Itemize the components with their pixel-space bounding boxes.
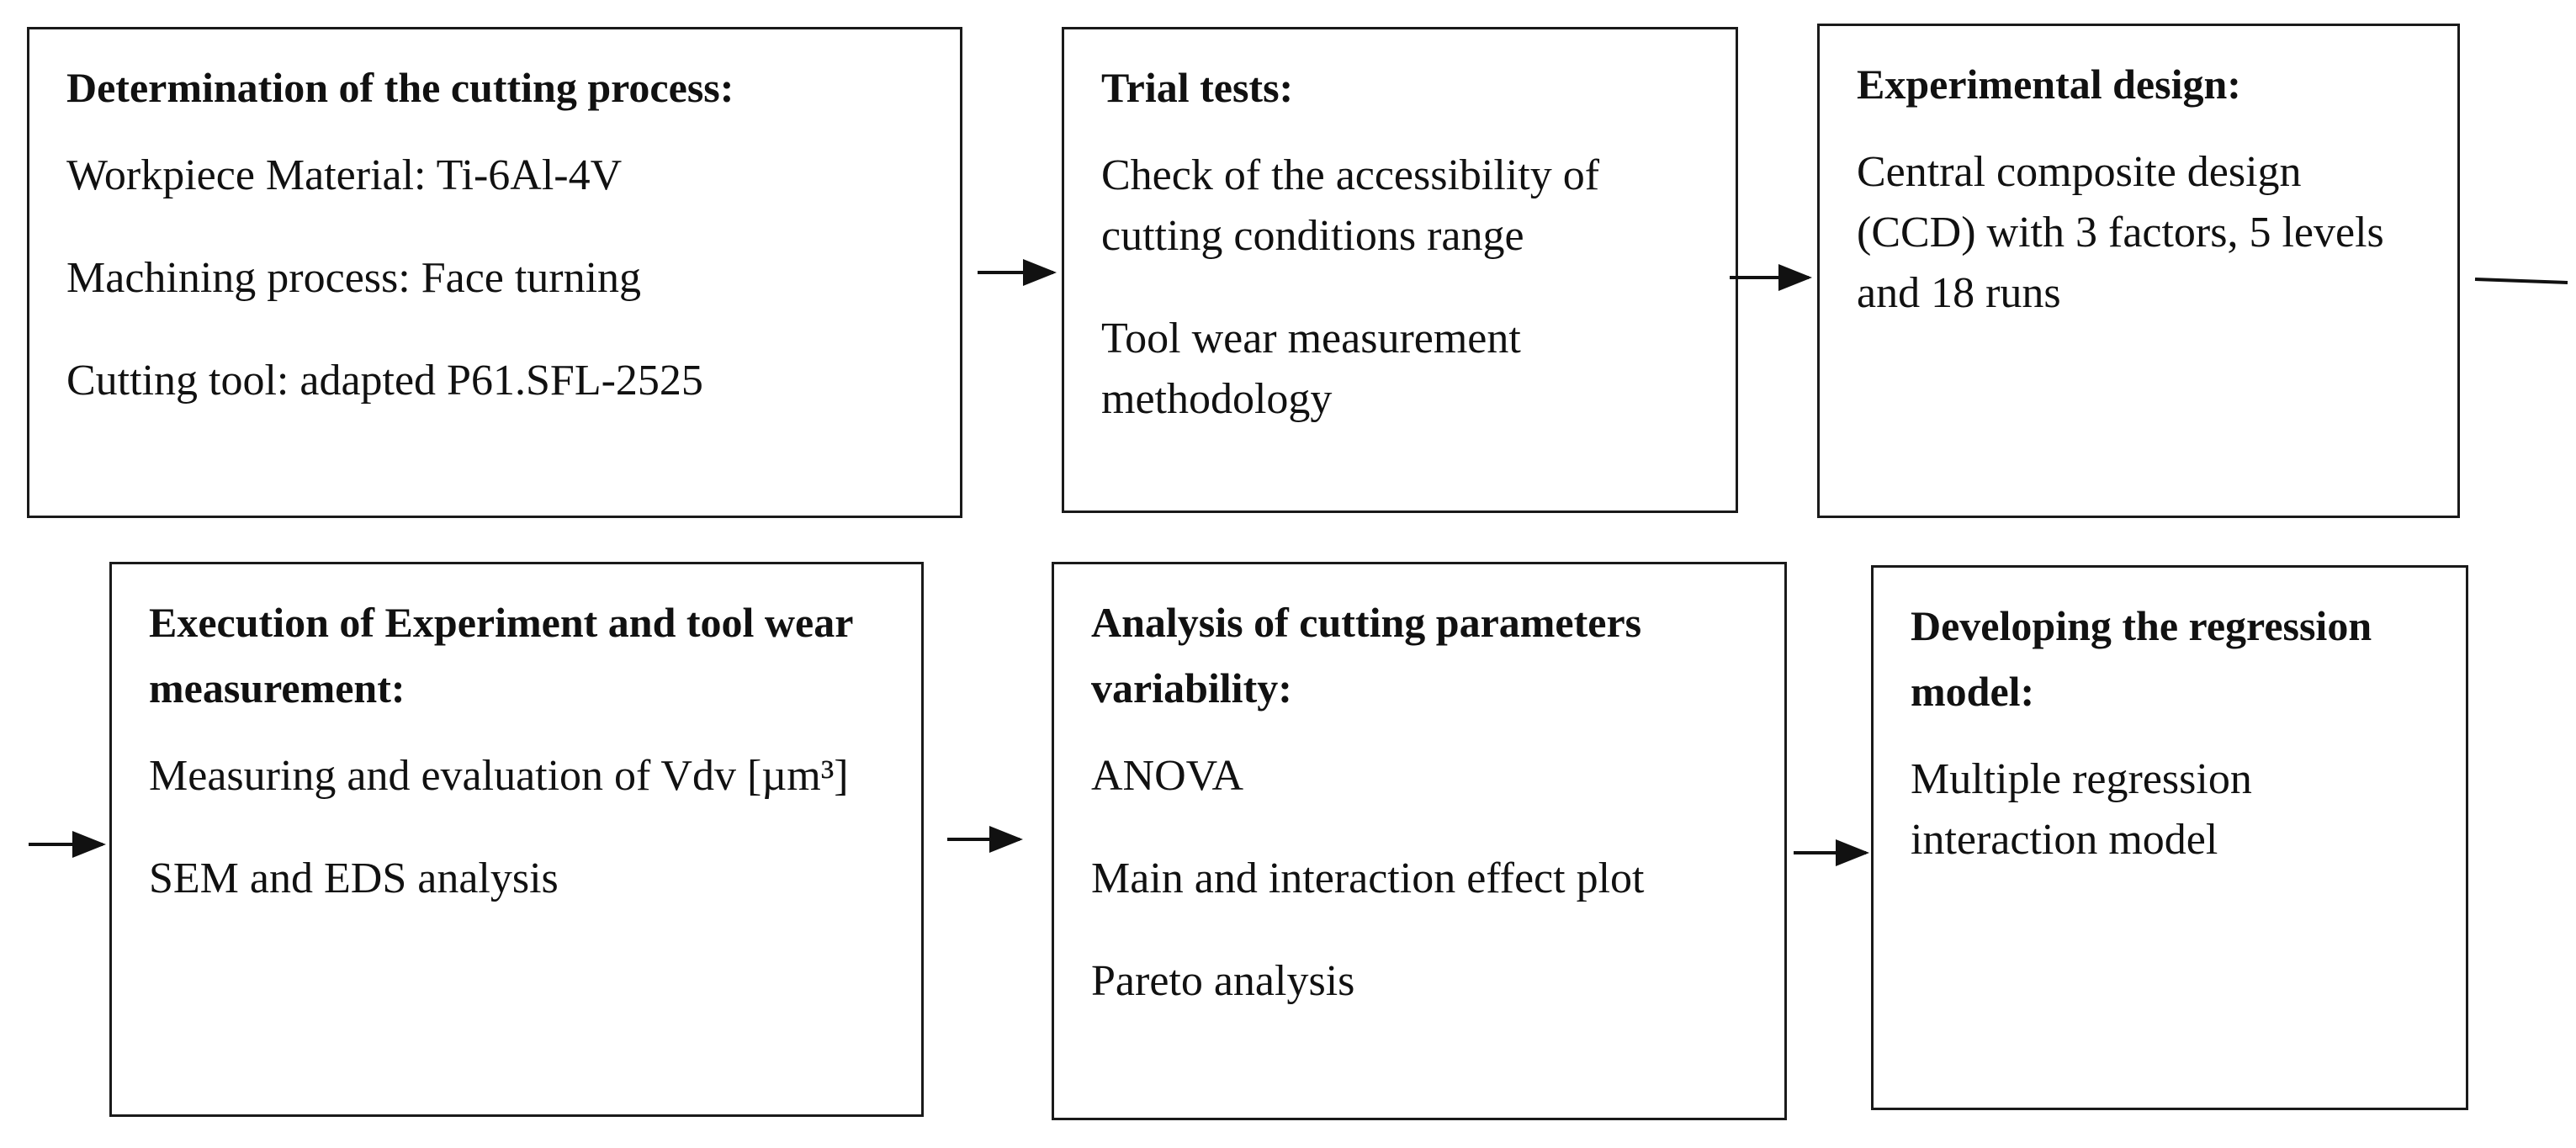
- box-item: Measuring and evaluation of Vdv [µm³]: [149, 752, 849, 800]
- box-item: ANOVA: [1091, 752, 1244, 800]
- box-item: Main and interaction effect plot: [1091, 854, 1645, 902]
- box-title: Analysis of cutting parameters variabili…: [1091, 599, 1642, 712]
- box-title: Trial tests:: [1101, 64, 1294, 111]
- box-item: Pareto analysis: [1091, 957, 1355, 1005]
- box-title: Determination of the cutting process:: [66, 64, 734, 111]
- continuation-line: [2474, 278, 2568, 284]
- box-item: Workpiece Material: Ti-6Al-4V: [66, 151, 623, 199]
- box-item: SEM and EDS analysis: [149, 854, 559, 902]
- box-title: Developing the regression model:: [1911, 602, 2372, 715]
- box-item: Cutting tool: adapted P61.SFL-2525: [66, 357, 703, 405]
- process-box-execution: Execution of Experiment and tool wear me…: [109, 562, 924, 1117]
- process-box-experimental-design: Experimental design: Central composite d…: [1817, 24, 2460, 518]
- process-box-trial-tests: Trial tests: Check of the accessibility …: [1062, 27, 1738, 513]
- box-item: Check of the accessibility of cutting co…: [1101, 151, 1600, 260]
- box-item: Central composite design (CCD) with 3 fa…: [1857, 148, 2384, 317]
- process-box-cutting-process: Determination of the cutting process: Wo…: [27, 27, 962, 518]
- box-item: Machining process: Face turning: [66, 254, 642, 302]
- box-title: Experimental design:: [1857, 61, 2241, 108]
- process-box-regression-model: Developing the regression model: Multipl…: [1871, 565, 2468, 1110]
- process-box-analysis: Analysis of cutting parameters variabili…: [1052, 562, 1787, 1120]
- box-item: Tool wear measurement methodology: [1101, 315, 1521, 423]
- box-title: Execution of Experiment and tool wear me…: [149, 599, 853, 712]
- box-item: Multiple regression interaction model: [1911, 755, 2252, 864]
